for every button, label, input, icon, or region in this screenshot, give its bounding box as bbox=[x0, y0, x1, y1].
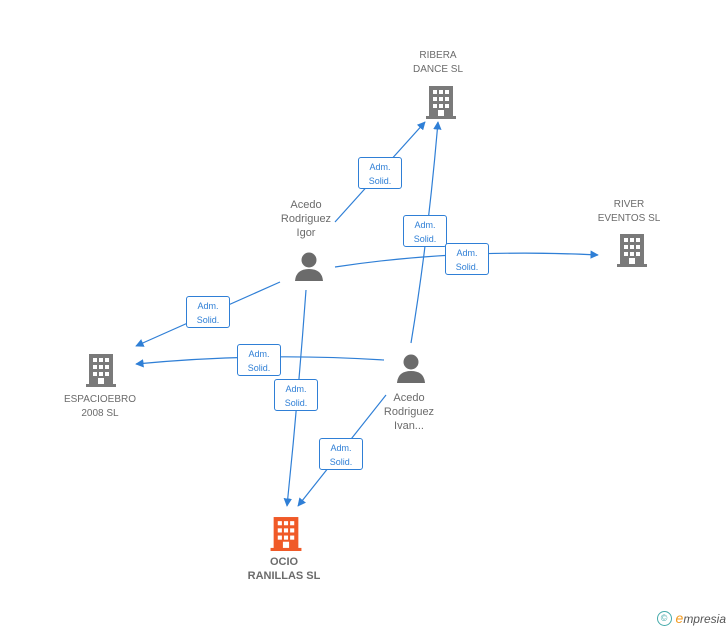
badge-line2: Solid. bbox=[368, 176, 392, 186]
badge-line1: Adm. bbox=[197, 301, 219, 311]
brand-logo: empresia bbox=[675, 610, 726, 626]
building-icon[interactable] bbox=[426, 85, 456, 119]
badge-line2: Solid. bbox=[455, 262, 479, 272]
badge-line2: Solid. bbox=[196, 315, 220, 325]
edge-badge-ivan-ocio[interactable]: Adm. Solid. bbox=[319, 438, 363, 470]
node-label-river[interactable]: RIVER EVENTOS SL bbox=[597, 199, 661, 224]
node-label-ocio[interactable]: OCIO RANILLAS SL bbox=[247, 556, 321, 582]
person-icon[interactable] bbox=[294, 252, 324, 281]
badge-line1: Adm. bbox=[330, 443, 352, 453]
node-label-espacioebro[interactable]: ESPACIOEBRO 2008 SL bbox=[63, 394, 137, 419]
edge-badge-igor-river[interactable]: Adm. Solid. bbox=[445, 243, 489, 275]
building-icon[interactable] bbox=[86, 353, 116, 387]
badge-line2: Solid. bbox=[284, 398, 308, 408]
badge-line1: Adm. bbox=[414, 220, 436, 230]
badge-line1: Adm. bbox=[369, 162, 391, 172]
badge-line2: Solid. bbox=[247, 363, 271, 373]
copyright-icon: © bbox=[656, 610, 672, 626]
badge-line2: Solid. bbox=[329, 457, 353, 467]
building-icon[interactable] bbox=[617, 233, 647, 267]
edge-badge-ivan-espacioebro[interactable]: Adm. Solid. bbox=[237, 344, 281, 376]
edge-badge-ivan-ribera[interactable]: Adm. Solid. bbox=[403, 215, 447, 247]
badge-line1: Adm. bbox=[285, 384, 307, 394]
building-icon[interactable] bbox=[270, 516, 302, 551]
node-label-ivan[interactable]: Acedo Rodriguez Ivan... bbox=[383, 392, 435, 432]
node-label-igor[interactable]: Acedo Rodriguez Igor bbox=[280, 199, 332, 239]
person-icon[interactable] bbox=[396, 354, 426, 383]
edge-badge-igor-espacioebro[interactable]: Adm. Solid. bbox=[186, 296, 230, 328]
badge-line1: Adm. bbox=[456, 248, 478, 258]
edge-badge-igor-ocio[interactable]: Adm. Solid. bbox=[274, 379, 318, 411]
node-label-ribera[interactable]: RIBERA DANCE SL bbox=[412, 50, 463, 75]
edge-badge-igor-ribera[interactable]: Adm. Solid. bbox=[358, 157, 402, 189]
footer-brand: © empresia bbox=[656, 610, 726, 626]
badge-line1: Adm. bbox=[248, 349, 270, 359]
badge-line2: Solid. bbox=[413, 234, 437, 244]
